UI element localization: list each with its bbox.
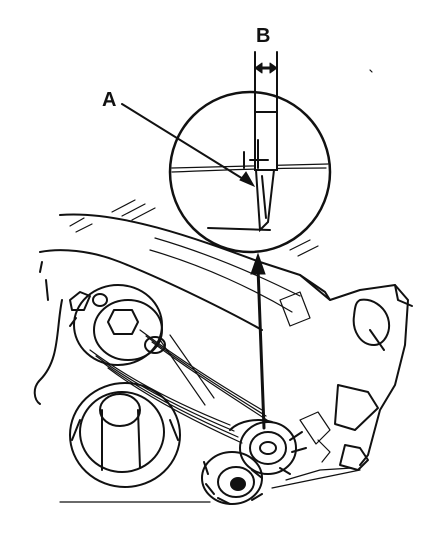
drive-belt: [89, 329, 271, 444]
dimension-b-indicator: [254, 51, 278, 113]
callout-label-a: A: [102, 89, 116, 111]
leader-line-a: [121, 103, 256, 188]
detail-magnifier: [168, 90, 332, 254]
tensioner-pulley: [201, 419, 307, 505]
engine-hatching: [69, 199, 319, 327]
engine-bracket-right: [59, 69, 373, 503]
ac-compressor-pulley: [69, 382, 181, 488]
crankshaft-pulley: [69, 284, 166, 366]
callout-label-b: B: [256, 25, 270, 47]
magnifier-pointer-arrow: [250, 252, 277, 455]
engine-outline: [33, 213, 413, 471]
